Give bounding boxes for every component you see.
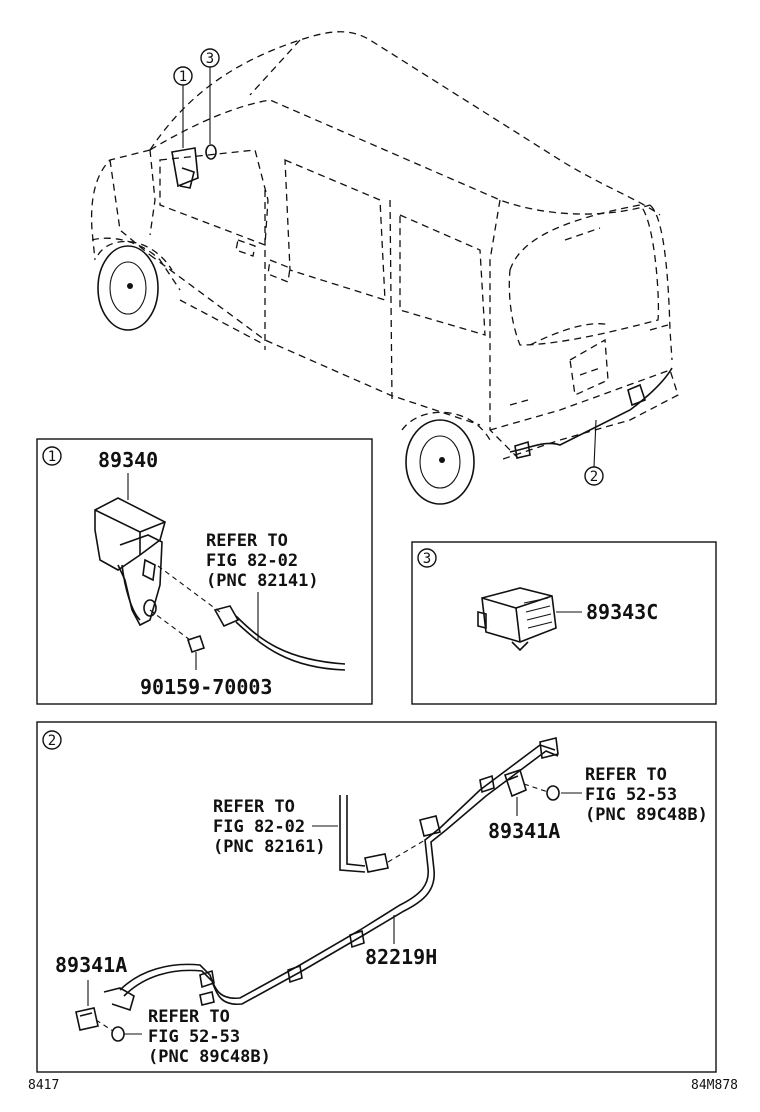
callout-1-label: 1 <box>179 69 187 85</box>
van-illustration <box>90 31 679 505</box>
overview-callout-3: 3 <box>200 48 220 144</box>
part-82219h-label: 82219H <box>365 945 437 969</box>
panel-1: 1 89340 REFER TO FIG 82-02 (PNC 82141) 9… <box>36 438 373 705</box>
footer-left-code: 8417 <box>28 1078 59 1093</box>
part-89341a-left-label: 89341A <box>55 953 127 977</box>
refer-82161-line1: REFER TO <box>213 797 295 817</box>
overview-callout-1: 1 <box>173 66 193 148</box>
refer-82141-line1: REFER TO <box>206 531 288 551</box>
panel-3-number: 3 <box>423 551 431 567</box>
refer-82161-line3: (PNC 82161) <box>213 837 326 857</box>
refer-89c48b-right-line1: REFER TO <box>585 765 667 785</box>
panel-3: 3 89343C <box>411 541 717 705</box>
refer-82141-line3: (PNC 82141) <box>206 571 319 591</box>
callout-3-label: 3 <box>206 51 214 67</box>
refer-82141-line2: FIG 82-02 <box>206 551 298 571</box>
footer-right-code: 84M878 <box>691 1078 738 1093</box>
panel-2-number: 2 <box>48 733 56 749</box>
panel-2: 2 REFER TO FIG 82-02 (P <box>36 721 717 1073</box>
refer-89c48b-right-line2: FIG 52-53 <box>585 785 677 805</box>
refer-89c48b-left-line1: REFER TO <box>148 1007 230 1027</box>
callout-2-label: 2 <box>590 469 598 485</box>
part-89343c-label: 89343C <box>586 600 658 624</box>
panel-1-number: 1 <box>48 449 56 465</box>
part-89341a-right-label: 89341A <box>488 819 560 843</box>
part-89340-label: 89340 <box>98 448 158 472</box>
refer-82161-line2: FIG 82-02 <box>213 817 305 837</box>
part-90159-70003-label: 90159-70003 <box>140 675 272 699</box>
refer-89c48b-left-line3: (PNC 89C48B) <box>148 1047 271 1067</box>
refer-89c48b-left-line2: FIG 52-53 <box>148 1027 240 1047</box>
overview-callout-2: 2 <box>584 419 604 486</box>
refer-89c48b-right-line3: (PNC 89C48B) <box>585 805 708 825</box>
